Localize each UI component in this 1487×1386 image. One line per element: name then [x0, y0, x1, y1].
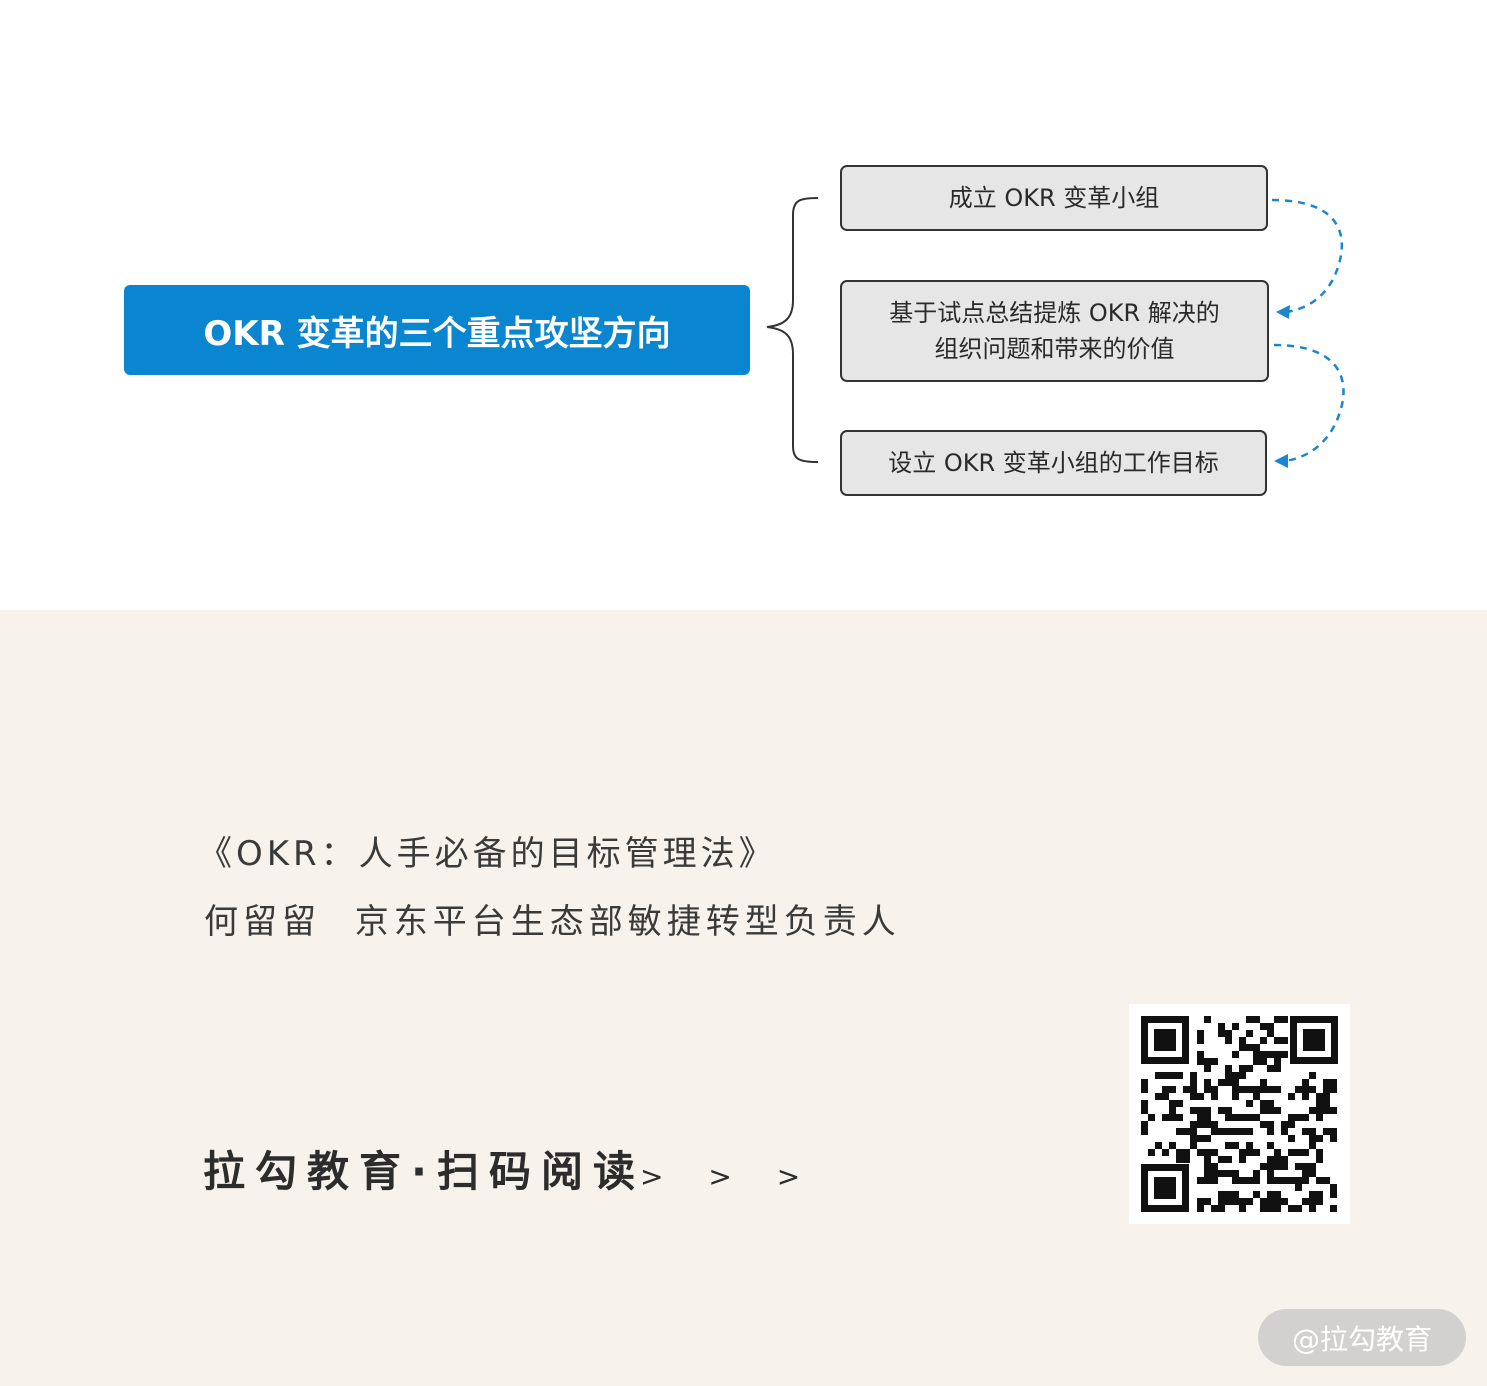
dashed-arrow-1 [1271, 198, 1344, 314]
author-line: 何留留 京东平台生态部敏捷转型负责人 [204, 902, 901, 942]
diagram-connectors [766, 197, 1345, 468]
node-set-goals-label: 设立 OKR 变革小组的工作目标 [888, 449, 1219, 477]
arrowhead-1 [1276, 305, 1290, 319]
watermark-badge: @拉勾教育 [1258, 1309, 1466, 1366]
node-summarize-value: 基于试点总结提炼 OKR 解决的 组织问题和带来的价值 [840, 280, 1269, 382]
watermark-label: @拉勾教育 [1291, 1322, 1432, 1356]
qr-code-icon [1129, 1004, 1350, 1224]
arrowhead-2 [1274, 454, 1288, 468]
dashed-arrow-2 [1273, 343, 1345, 463]
diagram-area: OKR 变革的三个重点攻坚方向 成立 OKR 变革小组 基于试点总结提炼 OKR… [0, 0, 1487, 610]
promo-footer [0, 610, 1487, 1386]
curly-brace [766, 197, 819, 463]
node-set-goals: 设立 OKR 变革小组的工作目标 [840, 430, 1267, 496]
root-topic-label: OKR 变革的三个重点攻坚方向 [203, 313, 671, 354]
node-summarize-value-line1: 基于试点总结提炼 OKR 解决的 [889, 299, 1220, 327]
qr-code[interactable] [1129, 1004, 1350, 1224]
book-title: 《OKR：人手必备的目标管理法》 [198, 834, 777, 874]
node-summarize-value-line2: 组织问题和带来的价值 [934, 335, 1175, 363]
node-form-team: 成立 OKR 变革小组 [840, 165, 1268, 231]
scan-to-read-label: 拉勾教育·扫码阅读 [203, 1147, 645, 1196]
chevron-arrows: > > > [640, 1160, 819, 1193]
node-form-team-label: 成立 OKR 变革小组 [948, 184, 1160, 212]
root-topic: OKR 变革的三个重点攻坚方向 [124, 285, 750, 375]
